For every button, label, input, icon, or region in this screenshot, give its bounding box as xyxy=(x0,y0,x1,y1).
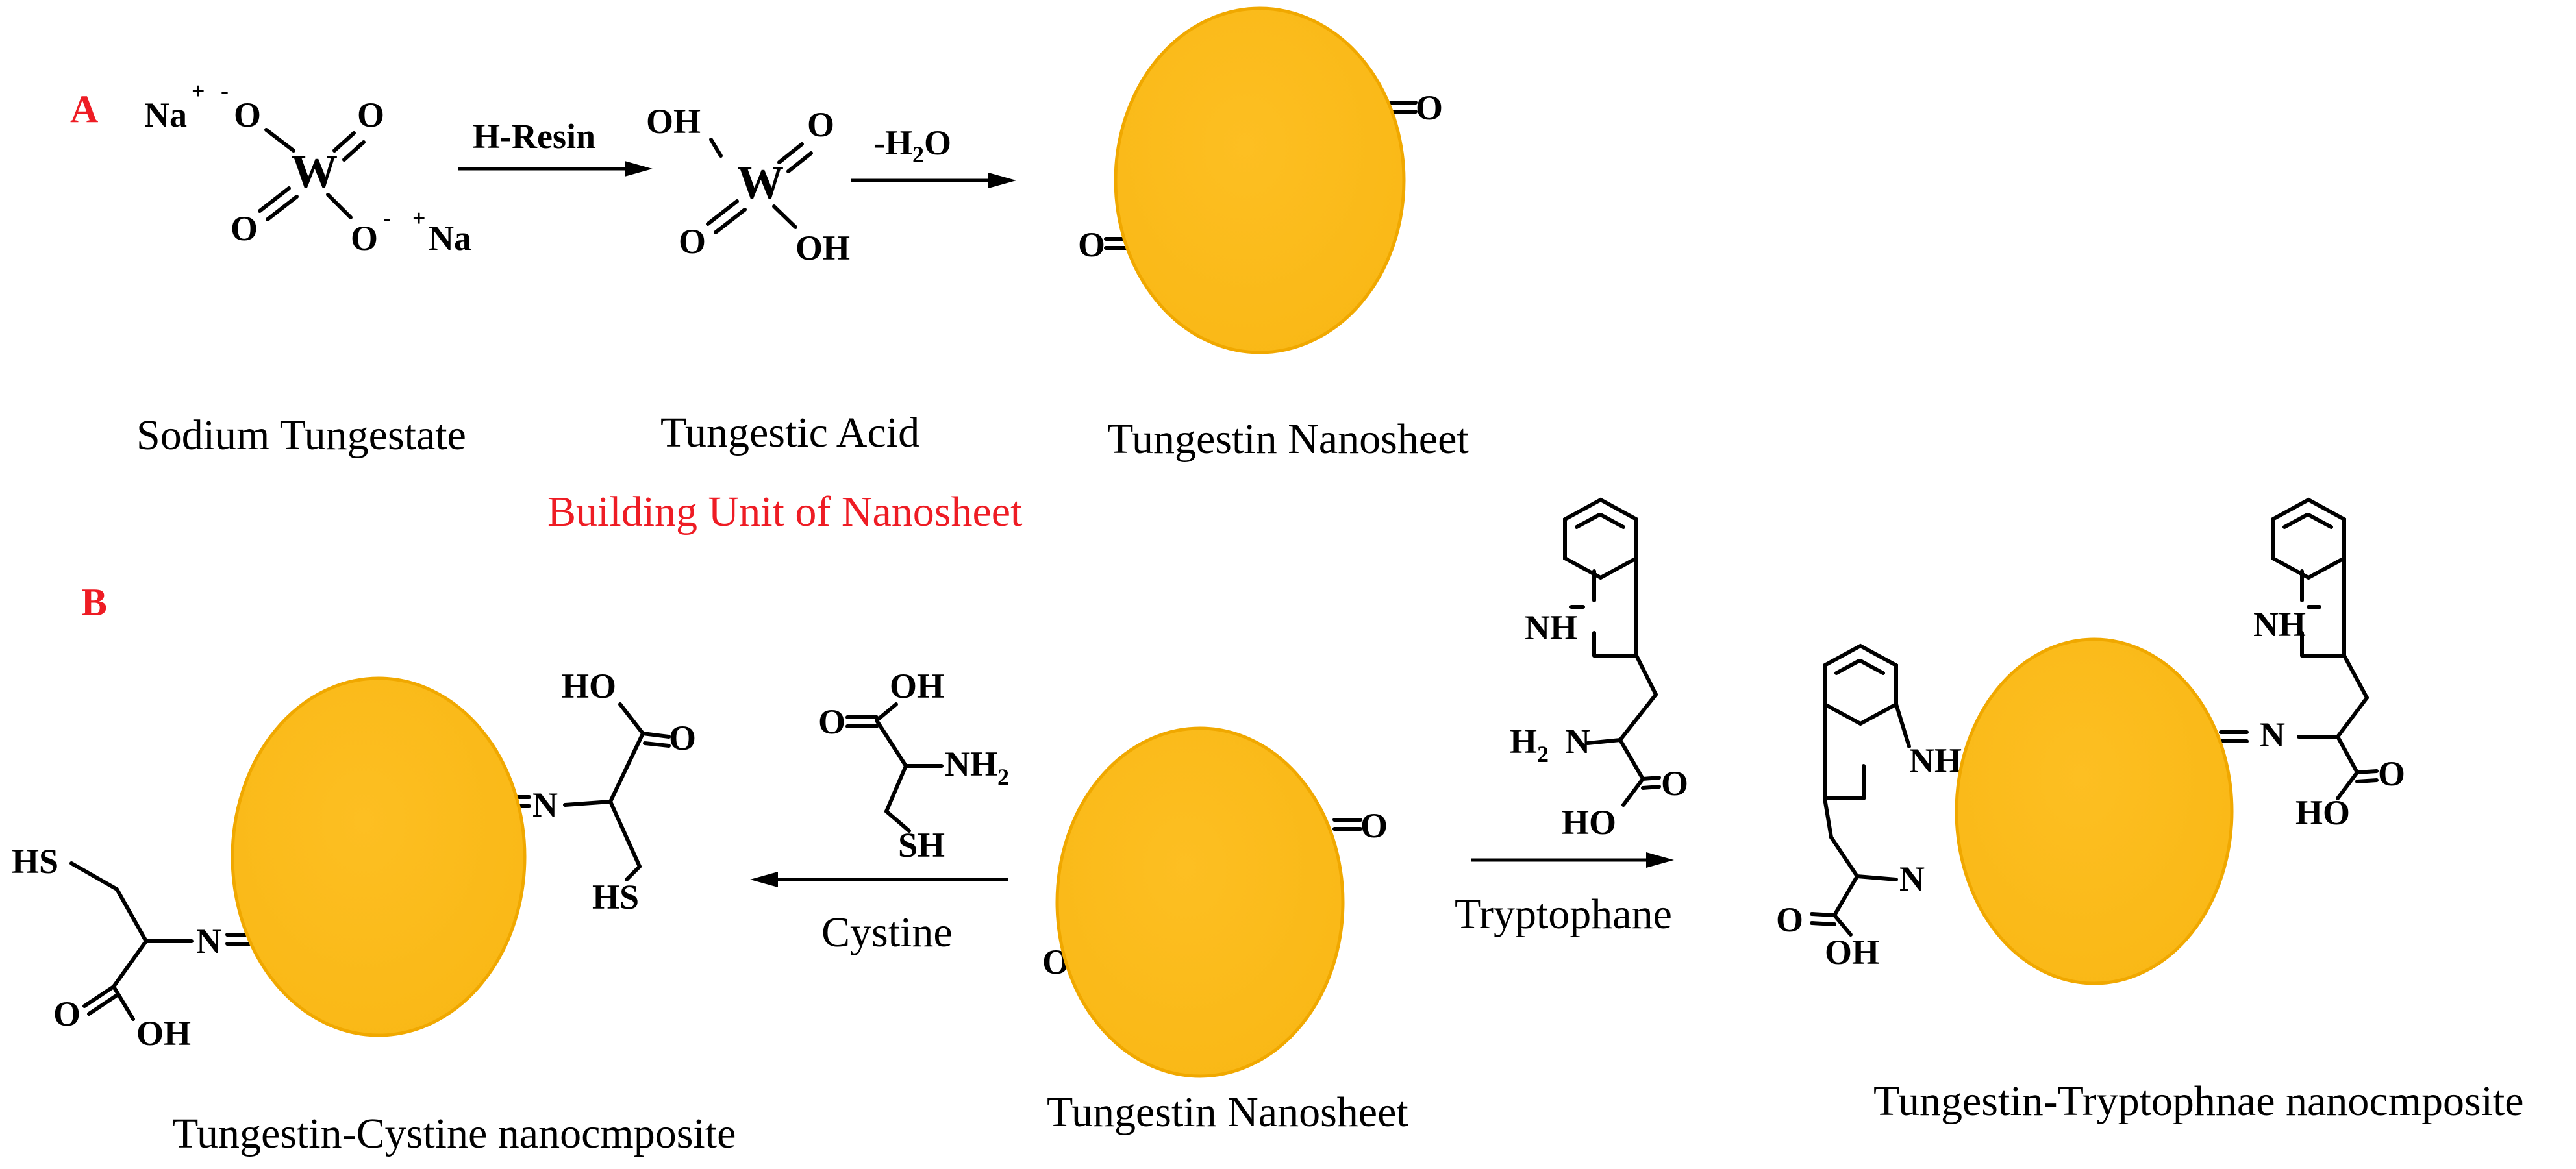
svg-text:O: O xyxy=(679,222,706,261)
svg-text:H-Resin: H-Resin xyxy=(473,117,595,156)
svg-text:O: O xyxy=(1661,764,1688,803)
svg-text:HS: HS xyxy=(12,842,58,881)
svg-text:OH: OH xyxy=(890,667,944,706)
svg-text:OH: OH xyxy=(795,228,850,267)
tungestin-tryptophan-nanocomposite: NH N O HO NH N O OH xyxy=(1776,497,2405,985)
svg-text:OH: OH xyxy=(646,102,701,141)
caption-tungestin-nanosheet-b: Tungestin Nanosheet xyxy=(1047,1089,1408,1136)
svg-text:-: - xyxy=(383,205,391,231)
caption-tryptophan-nanocomposite: Tungestin-Tryptophnae nanocmposite xyxy=(1873,1077,2524,1125)
svg-text:-H2O: -H2O xyxy=(873,123,951,167)
svg-text:O: O xyxy=(53,994,81,1033)
svg-text:N: N xyxy=(2260,715,2285,754)
caption-cystine-nanocomposite: Tungestin-Cystine nanocmposite xyxy=(172,1110,736,1157)
svg-text:HO: HO xyxy=(1562,803,1616,842)
caption-sodium-tungestate: Sodium Tungestate xyxy=(136,412,466,459)
svg-text:HO: HO xyxy=(562,667,616,706)
caption-tungestic-acid: Tungestic Acid xyxy=(660,409,919,456)
svg-text:+: + xyxy=(412,205,426,231)
svg-text:O: O xyxy=(351,219,378,258)
svg-text:O: O xyxy=(1416,88,1443,127)
svg-text:N: N xyxy=(1565,722,1590,761)
svg-text:OH: OH xyxy=(136,1014,191,1053)
svg-text:O: O xyxy=(818,702,845,741)
svg-text:SH: SH xyxy=(898,826,945,865)
svg-text:O: O xyxy=(807,105,834,144)
svg-text:H2: H2 xyxy=(1510,722,1549,767)
nanosheet-disc xyxy=(1055,726,1345,1078)
svg-text:HS: HS xyxy=(592,878,639,917)
svg-text:W: W xyxy=(737,156,784,208)
panel-a-label: A xyxy=(70,88,98,130)
svg-text:O: O xyxy=(231,209,258,248)
nanosheet-disc xyxy=(1955,637,2234,985)
svg-text:W: W xyxy=(291,145,338,197)
panel-b-label: B xyxy=(81,581,107,624)
svg-text:O: O xyxy=(1776,900,1803,939)
svg-text:NH2: NH2 xyxy=(945,744,1009,790)
svg-text:O: O xyxy=(2378,754,2405,793)
caption-building-unit: Building Unit of Nanosheet xyxy=(547,488,1022,535)
svg-text:HO: HO xyxy=(2295,793,2350,832)
svg-text:O: O xyxy=(234,95,261,134)
tungsten-nanosheet-a: O O xyxy=(1078,6,1443,354)
svg-text:+: + xyxy=(192,78,205,104)
svg-text:Na: Na xyxy=(429,219,471,258)
nanosheet-disc xyxy=(231,676,527,1037)
svg-text:O: O xyxy=(669,719,696,757)
tungsten-nanosheet-b: O O xyxy=(1042,726,1388,1078)
nanosheet-disc xyxy=(1114,6,1406,354)
svg-text:N: N xyxy=(196,922,221,961)
arrow-cystine: Cystine xyxy=(750,872,1008,956)
svg-text:Tryptophane: Tryptophane xyxy=(1455,891,1672,938)
svg-text:N: N xyxy=(532,785,558,824)
svg-text:NH: NH xyxy=(1909,741,1962,780)
svg-text:OH: OH xyxy=(1825,933,1879,972)
svg-text:O: O xyxy=(1078,225,1105,264)
sodium-tungstate-structure: Na + - O O W O O - + Na xyxy=(144,78,471,258)
svg-text:Cystine: Cystine xyxy=(821,909,953,956)
cystine-structure: OH O NH2 SH xyxy=(818,667,1009,865)
svg-text:O: O xyxy=(357,95,384,134)
tryptophane-structure: NH H2 N O HO xyxy=(1510,497,1688,842)
arrow-dehydration: -H2O xyxy=(851,123,1016,188)
svg-text:NH: NH xyxy=(1525,608,1577,647)
caption-tungestin-nanosheet-a: Tungestin Nanosheet xyxy=(1107,415,1469,463)
svg-text:-: - xyxy=(221,78,229,104)
svg-text:N: N xyxy=(1899,859,1925,898)
tungstic-acid-structure: OH O W O OH xyxy=(646,102,850,267)
arrow-h-resin: H-Resin xyxy=(458,117,653,177)
svg-text:NH: NH xyxy=(2253,605,2306,644)
svg-text:O: O xyxy=(1360,806,1388,845)
svg-text:Na: Na xyxy=(144,95,187,134)
arrow-tryptophane: Tryptophane xyxy=(1455,852,1674,938)
tungestin-cystine-nanocomposite: HO O N HS HS N O OH xyxy=(12,667,696,1053)
